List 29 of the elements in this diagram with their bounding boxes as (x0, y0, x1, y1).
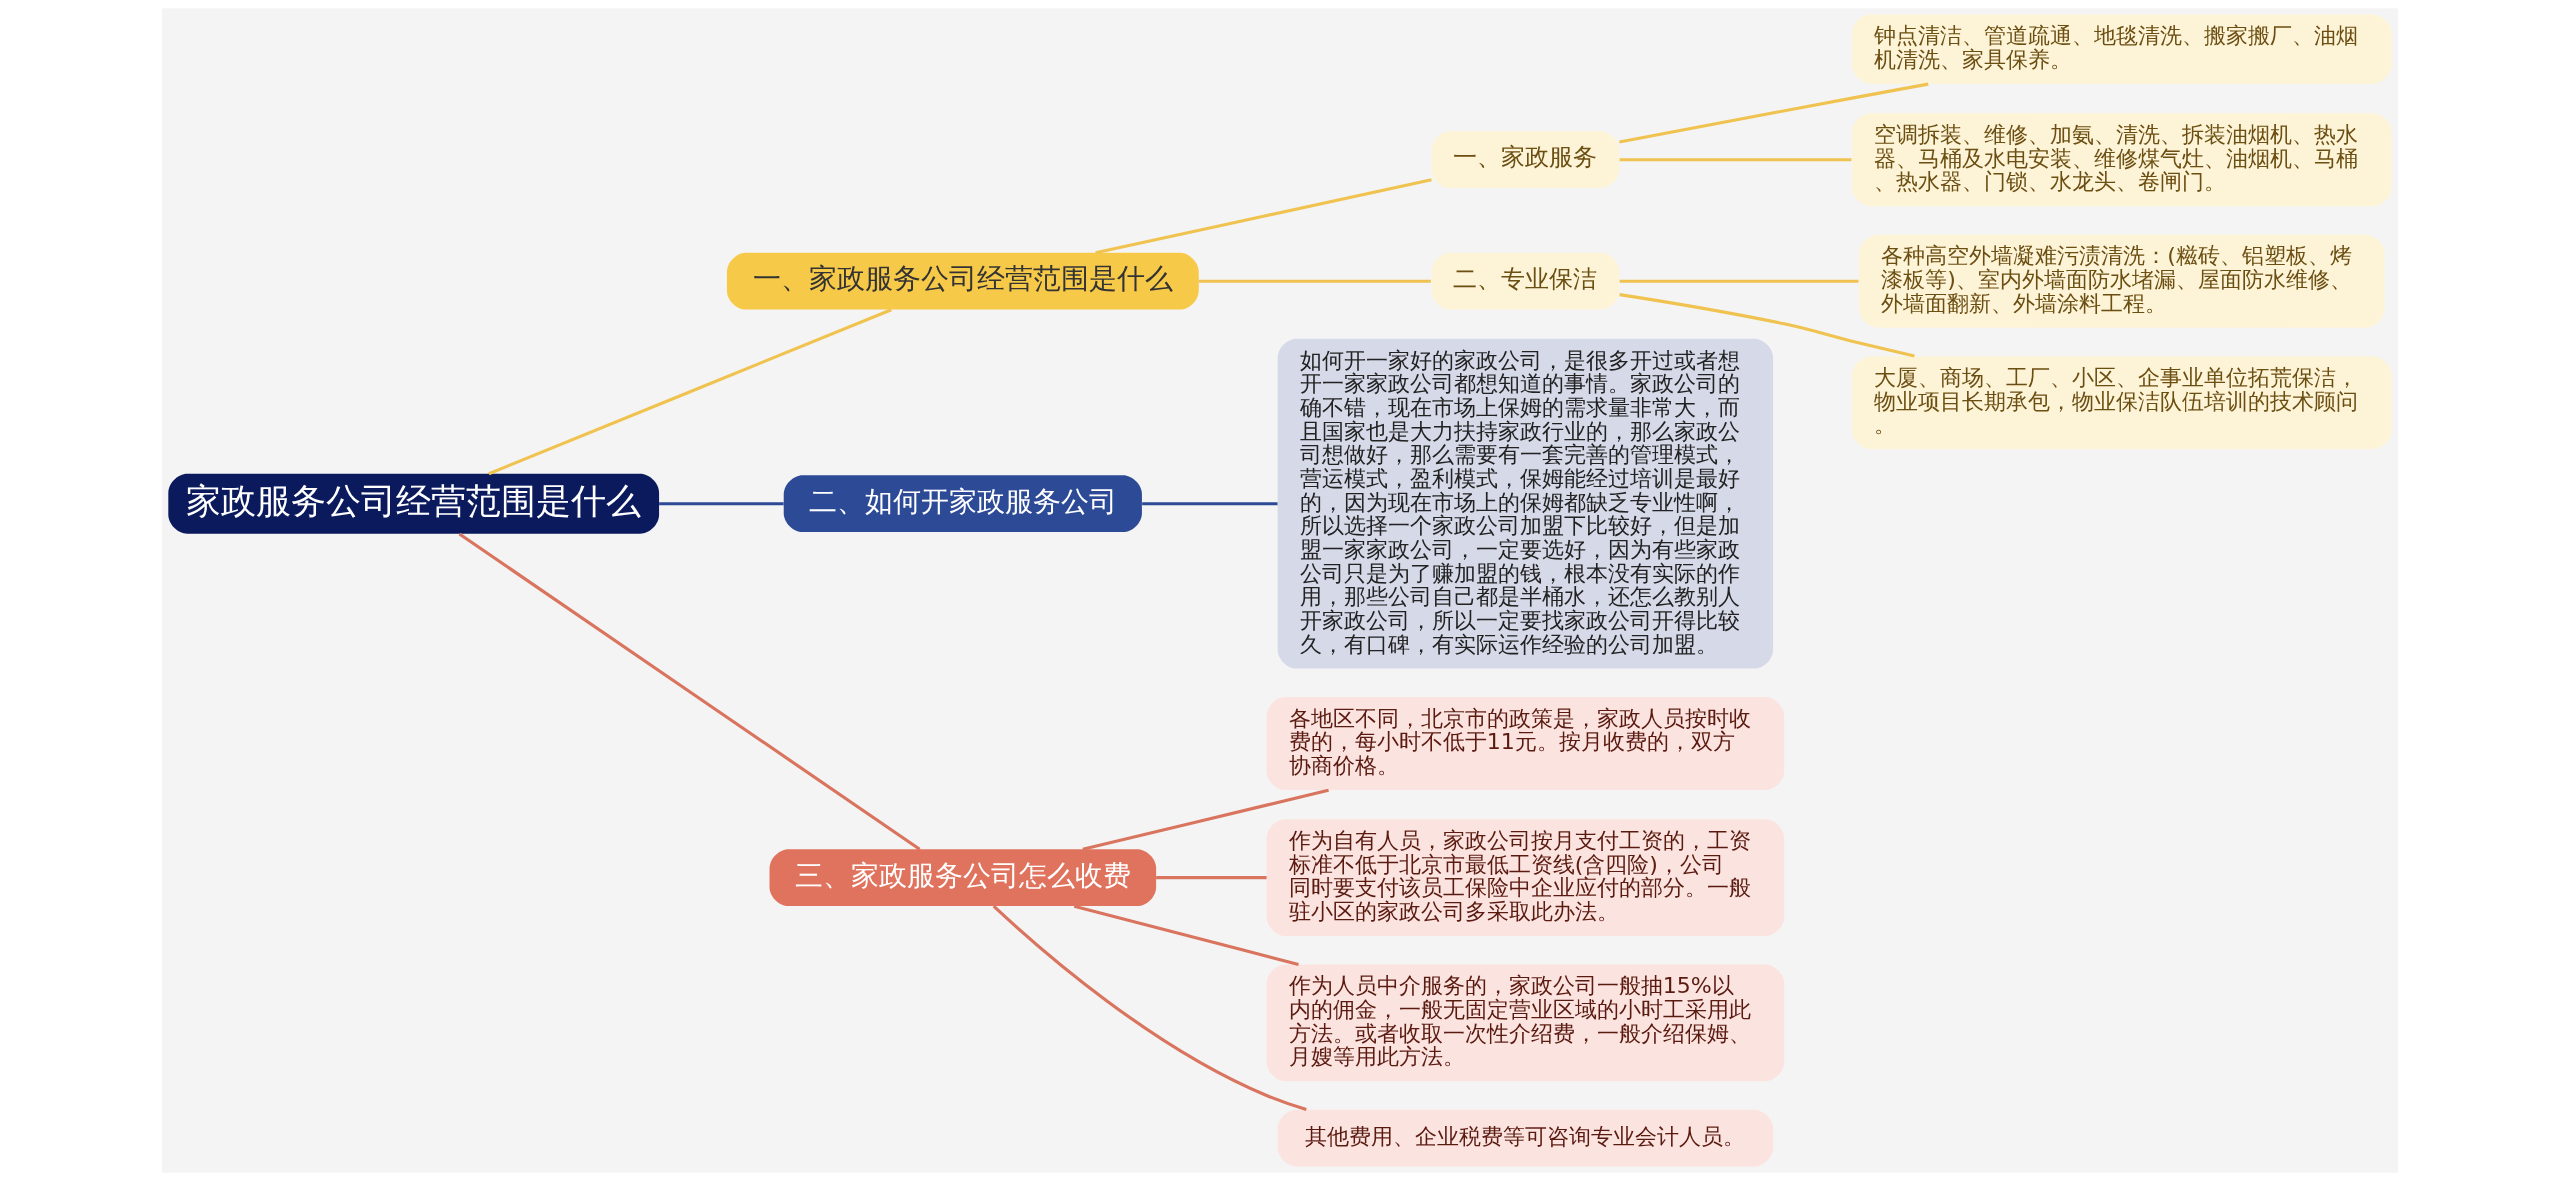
connector (1082, 788, 1329, 851)
node-box: 家政服务公司经营范围是什么 (168, 473, 660, 534)
connector (1156, 876, 1267, 880)
connector (458, 532, 921, 851)
connector (1095, 178, 1432, 255)
node-box: 各地区不同，北京市的政策是，家政人员按时收费的，每小时不低于11元。按月收费的，双方协商价格。 (1266, 697, 1785, 791)
node-box: 二、专业保洁 (1431, 252, 1620, 310)
connector (992, 904, 1307, 1111)
node-box: 钟点清洁、管道疏通、地毯清洗、搬家搬厂、油烟机清洗、家具保养。 (1852, 14, 2392, 84)
node-box: 其他费用、企业税费等可咨询专业会计人员。 (1277, 1109, 1774, 1167)
connector (1619, 293, 1915, 358)
node-box: 二、如何开家政服务公司 (783, 475, 1142, 533)
node-box: 作为自有人员，家政公司按月支付工资的，工资标准不低于北京市最低工资线(含四险)，公司同时要支付该员工保险中企业应付的部分。一般驻小区的家政公司多采取此办法。 (1266, 819, 1785, 937)
connector (1619, 279, 1859, 283)
node-box: 各种高空外墙凝难污渍清洗：(糍砖、铝塑板、烤漆板等)、室内外墙面防水堵漏、屋面防水维修、外墙面翻新、外墙涂料工程。 (1859, 234, 2385, 328)
connector (1142, 502, 1278, 506)
node-box: 三、家政服务公司怎么收费 (769, 849, 1157, 907)
node-box: 一、家政服务公司经营范围是什么 (726, 252, 1199, 310)
connector (1619, 158, 1852, 162)
node-box: 如何开一家好的家政公司，是很多开过或者想开一家家政公司都想知道的事情。家政公司的确不错，现在市场上保姆的需求量非常大，而且国家也是大力扶持家政行业的，那么家政公司想做好，那么需要有一套完善的管理模式，营运模式，盈利模式，保姆能经过培训是最好的，因为现在市场上的保姆都缺乏专业性啊，所以选择一个家政公司加盟下比较好，但是加盟一家家政公司，一定要选好，因为有些家政公司只是为了赚加盟的钱，根本没有实际的作用，那些公司自己都是半桶水，还怎么教别人开家政公司，所以一定要找家政公司开得比较久，有口碑，有实际运作经验的公司加盟。 (1277, 338, 1774, 669)
connector (1619, 82, 1929, 144)
connector (488, 308, 892, 476)
node-box: 作为人员中介服务的，家政公司一般抽15%以内的佣金，一般无固定营业区域的小时工采用此方法。或者收取一次性介绍费，一般介绍保姆、月嫂等用此方法。 (1266, 964, 1785, 1082)
node-box: 空调拆装、维修、加氨、清洗、拆装油烟机、热水器、马桶及水电安装、维修煤气灶、油烟机、马桶、热水器、门锁、水龙头、卷闸门。 (1852, 113, 2392, 207)
connector (1073, 904, 1299, 966)
node-box: 大厦、商场、工厂、小区、企事业单位拓荒保洁，物业项目长期承包，物业保洁队伍培训的技术顾问。 (1852, 356, 2392, 450)
connector (1198, 279, 1431, 283)
node-box: 一、家政服务 (1431, 131, 1620, 189)
connector (659, 502, 784, 506)
